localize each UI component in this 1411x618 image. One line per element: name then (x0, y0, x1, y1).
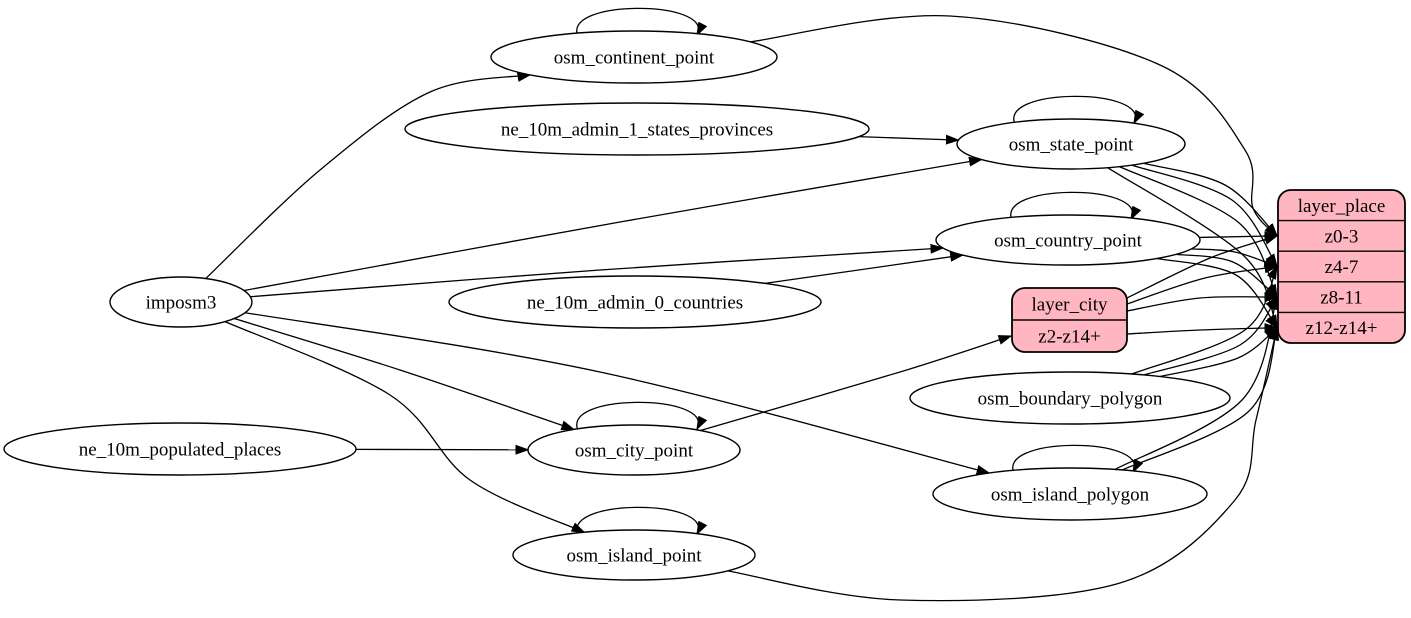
ne_10m_admin_0_countries-label: ne_10m_admin_0_countries (527, 293, 743, 314)
edge-osm_island_polygon-to-osm_island_polygon (1012, 444, 1144, 476)
edge-osm_state_point-to-osm_state_point (1013, 95, 1145, 127)
layer_place-row-z4-7: z4-7 (1325, 257, 1359, 278)
osm_city_point-label: osm_city_point (575, 441, 694, 462)
edge-imposm3-to-osm_continent_point (205, 72, 532, 280)
osm_boundary_polygon-label: osm_boundary_polygon (978, 389, 1163, 410)
osm_island_polygon-shape (932, 467, 1208, 521)
edge-imposm3-to-osm_country_point (250, 243, 945, 298)
edge-imposm3-to-osm_island_point (224, 321, 586, 533)
edge-osm_island_polygon-to-layer_place-z12-z14+ (1121, 326, 1278, 471)
edge-osm_country_point-to-layer_place-z12-z14+ (1156, 257, 1278, 329)
node-layer_place: layer_place z0-3 z4-7 z8-11 z12-z14+ (1277, 189, 1406, 344)
imposm3-label: imposm3 (146, 293, 217, 314)
node-ne_10m_admin_0_countries: ne_10m_admin_0_countries (448, 275, 822, 329)
edge-layer_city-to-layer_place-z0-3 (1126, 235, 1279, 299)
osm_continent_point-shape (490, 30, 778, 84)
node-osm_continent_point: osm_continent_point (490, 30, 778, 84)
edge-osm_city_point-to-osm_city_point (576, 401, 708, 433)
layer_place-row-z0-3: z0-3 (1325, 226, 1359, 247)
node-imposm3: imposm3 (109, 276, 253, 328)
edge-imposm3-to-osm_state_point (243, 156, 983, 292)
osm_country_point-label: osm_country_point (994, 231, 1142, 252)
imposm3-shape (109, 276, 253, 328)
edge-osm_country_point-to-layer_place-z0-3 (1199, 231, 1279, 242)
osm_continent_point-label: osm_continent_point (554, 48, 715, 69)
layer_city-row-layer_city: layer_city (1032, 295, 1108, 316)
ne_10m_populated_places-label: ne_10m_populated_places (79, 440, 282, 461)
layer_place-row-z12-z14+: z12-z14+ (1306, 318, 1378, 339)
layer_place-shape (1277, 189, 1406, 344)
osm_island_point-label: osm_island_point (566, 546, 702, 567)
node-osm_boundary_polygon: osm_boundary_polygon (909, 371, 1231, 425)
osm_boundary_polygon-shape (909, 371, 1231, 425)
edge-osm_state_point-to-layer_place-z0-3 (1143, 162, 1279, 237)
edge-imposm3-to-osm_island_polygon (245, 312, 991, 475)
edge-layer_city-to-layer_place-z4-7 (1126, 263, 1279, 305)
osm_state_point-shape (956, 118, 1186, 170)
edge-osm_island_point-to-layer_place-z12-z14+ (727, 326, 1280, 602)
node-osm_city_point: osm_city_point (527, 424, 741, 476)
osm_island_polygon-label: osm_island_polygon (991, 485, 1150, 506)
osm_island_point-shape (512, 529, 756, 581)
edge-ne_10m_admin_1_states_provinces-to-osm_state_point (858, 134, 960, 145)
edge-layer_city-to-layer_place-z8-11 (1126, 292, 1279, 312)
edge-osm_country_point-to-osm_country_point (1010, 191, 1142, 223)
osm_city_point-shape (527, 424, 741, 476)
layer_city-row-z2-z14+: z2-z14+ (1038, 327, 1100, 348)
edge-osm_state_point-to-layer_place-z4-7 (1131, 164, 1278, 268)
edge-osm_country_point-to-layer_place-z4-7 (1191, 248, 1279, 268)
edge-osm_country_point-to-layer_place-z8-11 (1175, 253, 1279, 299)
node-osm_country_point: osm_country_point (935, 214, 1201, 266)
edge-osm_continent_point-to-layer_place-z0-3 (750, 14, 1278, 238)
edge-osm_boundary_polygon-to-layer_place-z4-7 (1131, 265, 1278, 375)
edge-ne_10m_admin_0_countries-to-osm_country_point (764, 251, 965, 285)
edge-osm_island_point-to-osm_island_point (576, 506, 708, 538)
edge-layer_city-to-layer_place-z12-z14+ (1126, 323, 1279, 335)
node-ne_10m_populated_places: ne_10m_populated_places (3, 422, 357, 476)
edge-osm_continent_point-to-osm_continent_point (576, 7, 708, 39)
node-osm_state_point: osm_state_point (956, 118, 1186, 170)
node-osm_island_polygon: osm_island_polygon (932, 467, 1208, 521)
ne_10m_admin_1_states_provinces-label: ne_10m_admin_1_states_provinces (501, 120, 773, 141)
osm_state_point-label: osm_state_point (1009, 135, 1134, 156)
layer_place-row-layer_place: layer_place (1298, 196, 1386, 217)
node-ne_10m_admin_1_states_provinces: ne_10m_admin_1_states_provinces (404, 102, 870, 156)
node-osm_island_point: osm_island_point (512, 529, 756, 581)
edge-imposm3-to-osm_city_point (234, 317, 576, 431)
node-layer_city: layer_city z2-z14+ (1011, 287, 1128, 353)
ne_10m_populated_places-shape (3, 422, 357, 476)
edge-osm_island_polygon-to-layer_place-z8-11 (1114, 295, 1278, 471)
ne_10m_admin_1_states_provinces-shape (404, 102, 870, 156)
layer_place-row-z8-11: z8-11 (1320, 288, 1363, 309)
ne_10m_admin_0_countries-shape (448, 275, 822, 329)
osm_country_point-shape (935, 214, 1201, 266)
edge-osm_city_point-to-layer_city-z2-z14+ (700, 335, 1013, 432)
